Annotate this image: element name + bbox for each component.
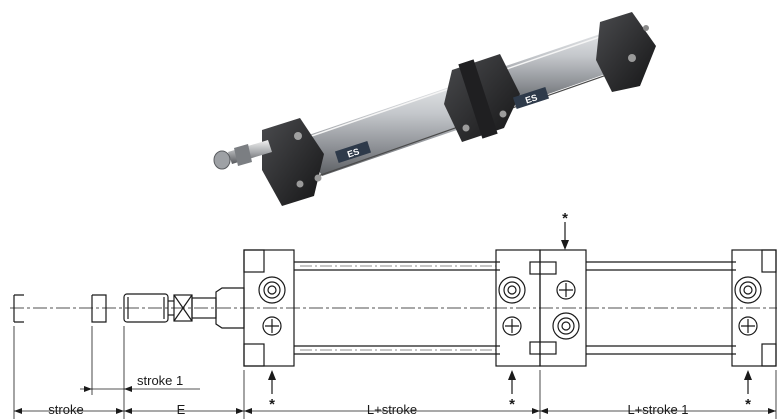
dim-arrow-stroke1-b xyxy=(124,386,132,392)
port-arrows xyxy=(268,222,752,394)
label-l-stroke: L+stroke xyxy=(367,402,417,417)
label-stroke: stroke xyxy=(48,402,83,417)
rear-cap-screw-2 xyxy=(643,25,649,31)
label-e: E xyxy=(177,402,186,417)
rod-end-position-stroke xyxy=(13,294,24,323)
rod-end xyxy=(213,150,231,170)
rod-nut xyxy=(234,144,252,166)
front-cap-drawing xyxy=(243,249,295,367)
port-marker-middle: * xyxy=(509,396,515,413)
middle-cap-rear-drawing xyxy=(529,249,587,367)
rear-end-cap xyxy=(596,12,656,92)
rear-cap-drawing xyxy=(731,249,777,367)
middle-cap-joint xyxy=(458,59,498,139)
rear-cap-screw xyxy=(628,54,636,62)
middle-cap-screw xyxy=(462,124,470,132)
label-stroke-1: stroke 1 xyxy=(137,373,183,388)
rod-nut-drawing xyxy=(173,294,193,322)
label-l-stroke-1: L+stroke 1 xyxy=(627,402,688,417)
rear-badge-text: ES xyxy=(524,92,539,105)
rod-end-thread xyxy=(123,293,169,323)
rod-end-position-stroke1 xyxy=(91,294,107,323)
dim-arrows-bottom xyxy=(14,408,776,414)
cylinder-photo: ES ES xyxy=(213,12,656,206)
front-cap-screw-3 xyxy=(314,174,322,182)
front-tube-badge: ES xyxy=(334,141,372,163)
front-badge-text: ES xyxy=(346,146,361,159)
port-marker-rear: * xyxy=(745,396,751,413)
front-end-cap xyxy=(262,118,324,206)
middle-cap-screw-2 xyxy=(499,110,507,118)
rear-tube-badge: ES xyxy=(512,87,550,109)
dim-arrow-stroke1-a xyxy=(84,386,92,392)
port-marker-top: * xyxy=(562,210,568,227)
port-marker-front: * xyxy=(269,396,275,413)
front-cap-screw-2 xyxy=(296,180,304,188)
front-cap-screw xyxy=(294,132,302,140)
technical-drawing xyxy=(10,222,777,419)
